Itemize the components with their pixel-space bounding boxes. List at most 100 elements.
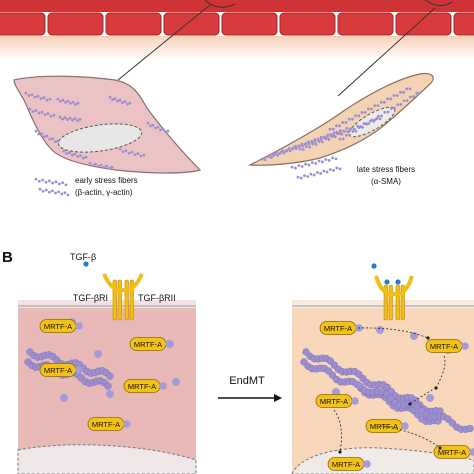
endothelial-cell-block [47, 12, 104, 36]
actin-bead [76, 101, 80, 105]
mrtf-a-protein: MRTF-A [39, 319, 83, 333]
actin-bead [71, 118, 74, 122]
actin-bead [63, 116, 67, 120]
actin-bead [402, 99, 406, 103]
actin-bead [78, 117, 82, 121]
g-actin-monomer [172, 378, 180, 386]
actin-bead [91, 163, 95, 167]
actin-bead [349, 127, 353, 131]
actin-bead [333, 135, 337, 139]
actin-bead [314, 162, 318, 165]
translocation-arrows [333, 327, 446, 454]
panel-b: B TGF-β TGF-βRI TGF-βRII MRTF-AMRTF-AMRT… [2, 249, 474, 474]
actin-bead [136, 152, 140, 156]
actin-bead [88, 161, 92, 165]
g-actin-monomer [363, 460, 371, 468]
actin-bead [52, 113, 56, 117]
mesenchymal-cell [247, 72, 434, 166]
actin-bead [284, 149, 288, 153]
actin-bead [126, 102, 129, 106]
actin-bead [331, 127, 335, 131]
connector-line-left [117, 4, 211, 81]
actin-bead [297, 145, 301, 149]
actin-bead [104, 382, 112, 390]
mrtf-a-label: MRTF-A [134, 340, 162, 349]
actin-bead [315, 171, 319, 174]
zoom-circle-right [424, 0, 453, 6]
actin-bead [45, 134, 49, 138]
actin-bead [278, 152, 281, 155]
actin-bead [281, 149, 285, 153]
actin-bead [61, 98, 65, 102]
actin-bead [64, 100, 67, 104]
actin-bead [408, 87, 412, 91]
actin-bead [418, 91, 422, 95]
actin-bead [335, 166, 339, 170]
actin-bead [360, 110, 364, 114]
actin-bead [51, 137, 54, 141]
endothelial-cell-block [163, 12, 220, 36]
actin-bead [319, 138, 323, 141]
actin-bead [356, 124, 359, 128]
endothelial-cell-block [221, 12, 278, 36]
actin-bead [45, 98, 49, 102]
endothelial-cell-block [453, 12, 474, 36]
actin-bead [299, 176, 303, 180]
actin-bead [66, 99, 70, 103]
mrtf-a-label: MRTF-A [320, 397, 348, 406]
actin-bead [363, 110, 367, 114]
actin-bead [298, 147, 302, 151]
mrtf-a-label: MRTF-A [438, 448, 466, 457]
actin-bead [118, 147, 122, 151]
g-actin-monomer [123, 420, 131, 428]
actin-bead [269, 156, 273, 159]
tgf-beta-ligand [395, 279, 401, 285]
mrtf-a-protein: MRTF-A [123, 379, 167, 393]
zoom-circle-left [204, 0, 236, 8]
actin-bead [127, 151, 131, 155]
g-actin-monomer [159, 382, 167, 390]
actin-bead [297, 164, 301, 168]
actin-bead [324, 137, 327, 141]
g-actin-monomer [376, 326, 384, 334]
actin-bead [47, 179, 51, 183]
actin-bead [319, 172, 323, 175]
actin-bead [383, 110, 387, 114]
actin-bead [96, 164, 100, 168]
actin-bead [57, 190, 61, 194]
actin-bead [46, 112, 50, 116]
actin-bead [61, 181, 65, 185]
actin-bead [300, 165, 304, 168]
actin-bead [81, 156, 85, 160]
actin-bead [42, 135, 46, 138]
actin-bead [389, 97, 393, 101]
mrtf-a-label: MRTF-A [332, 460, 360, 469]
actin-bead [65, 152, 69, 155]
actin-bead [399, 90, 402, 94]
actin-bead [301, 148, 305, 151]
actin-bead [41, 189, 45, 193]
actin-bead [324, 158, 328, 161]
actin-bead [54, 180, 58, 184]
actin-bead [73, 152, 77, 156]
actin-bead [294, 147, 298, 150]
actin-bead [111, 98, 114, 101]
actin-bead [61, 117, 64, 121]
actin-bead [59, 99, 62, 103]
mrtf-a-protein: MRTF-A [319, 321, 363, 335]
actin-bead [337, 132, 340, 136]
actin-bead [166, 129, 170, 133]
actin-bead [332, 168, 335, 172]
actin-bead [44, 180, 48, 184]
early-fiber-legend-icon [34, 177, 70, 197]
mrtf-a-protein: MRTF-A [433, 445, 474, 459]
actin-bead [142, 153, 146, 157]
actin-bead [139, 154, 143, 158]
actin-bead [327, 137, 331, 141]
actin-bead [41, 178, 45, 182]
actin-bead [161, 127, 165, 131]
actin-bead [322, 169, 326, 173]
actin-bead [393, 106, 396, 110]
actin-bead [365, 122, 369, 126]
